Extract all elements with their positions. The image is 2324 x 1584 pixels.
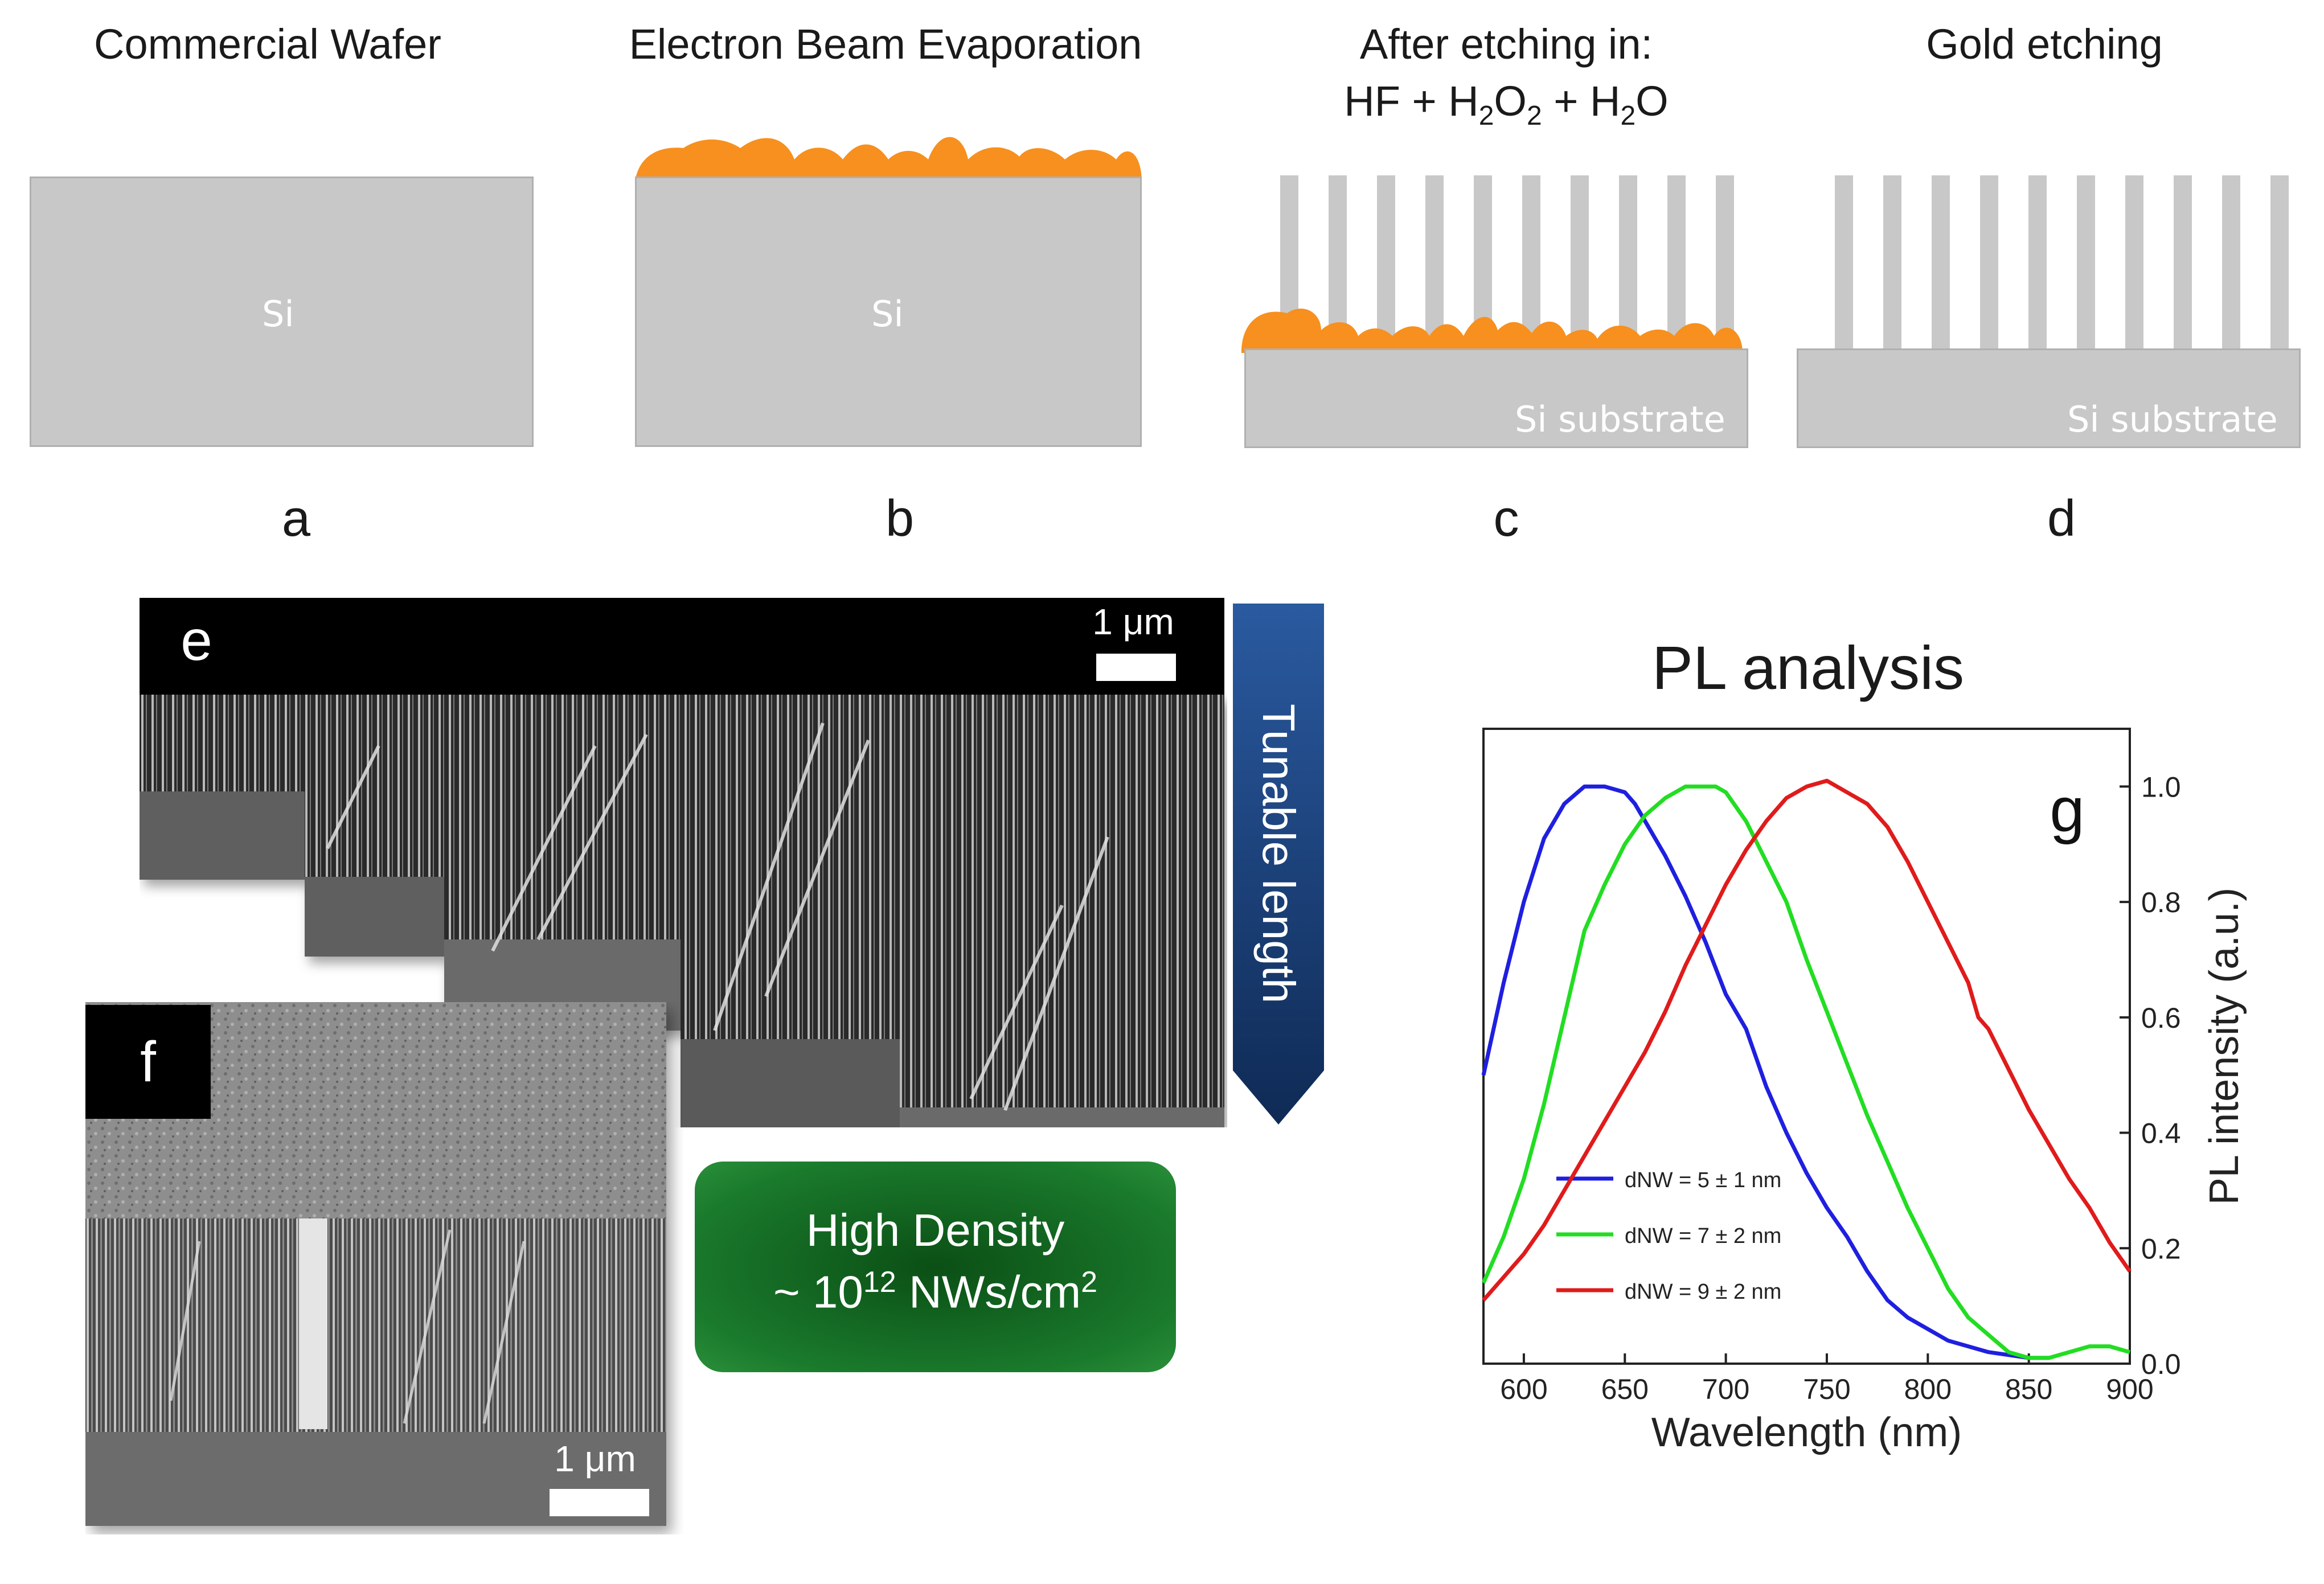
x-tick-label: 750	[1803, 1373, 1850, 1405]
tunable-length-label: Tunable length	[1253, 704, 1304, 1004]
si-label-b: Si	[871, 293, 904, 335]
etchant-formula: HF + H2O2 + H2O	[1344, 77, 1669, 131]
si-substrate-label-d: Si substrate	[2067, 399, 2278, 440]
y-tick-label: 1.0	[2141, 771, 2181, 803]
chart-title: PL analysis	[1651, 633, 1965, 702]
silicon-substrate-d	[1797, 348, 2301, 448]
nanowire	[2028, 175, 2047, 350]
y-tick-label: 0.6	[2141, 1002, 2181, 1034]
high-density-box: High Density ~ 1012 NWs/cm2	[695, 1162, 1176, 1372]
nanowire	[2270, 175, 2289, 350]
nanowire	[1377, 175, 1395, 350]
x-tick-label: 700	[1702, 1373, 1749, 1405]
legend-label: dNW = 9 ± 2 nm	[1625, 1280, 1781, 1304]
panel-letter-a: a	[281, 490, 311, 547]
nanowire	[1883, 175, 1901, 350]
panel-letter-c: c	[1493, 490, 1519, 547]
nanowire	[1932, 175, 1950, 350]
nanowire	[1425, 175, 1444, 350]
scale-bar-f	[550, 1489, 649, 1516]
y-tick-label: 0.0	[2141, 1348, 2181, 1380]
scale-bar-e	[1096, 654, 1176, 681]
gold-droplets-c	[1241, 308, 1743, 353]
si-substrate-label-c: Si substrate	[1515, 399, 1725, 440]
nanowire	[1716, 175, 1734, 350]
tunable-length-arrow	[1233, 604, 1324, 1125]
x-axis-label: Wavelength (nm)	[1651, 1410, 1962, 1455]
nanowire	[1835, 175, 1853, 350]
step-b-title: Electron Beam Evaporation	[629, 20, 1142, 68]
x-tick-label: 600	[1500, 1373, 1547, 1405]
scale-label-f: 1 μm	[554, 1438, 636, 1479]
panel-tag-e: e	[162, 598, 231, 683]
series-line	[1481, 784, 2050, 1360]
y-tick-label: 0.2	[2141, 1233, 2181, 1265]
y-axis-label: PL intensity (a.u.)	[2202, 888, 2247, 1205]
silicon-wafer-a	[30, 177, 534, 447]
nanowire	[1619, 175, 1637, 350]
gold-droplets-b	[635, 137, 1142, 182]
legend-label: dNW = 5 ± 1 nm	[1625, 1168, 1781, 1192]
nanowire	[1667, 175, 1686, 350]
nanowire	[1571, 175, 1589, 350]
y-tick-label: 0.8	[2141, 887, 2181, 918]
panel-letter-b: b	[885, 490, 915, 547]
step-a-title: Commercial Wafer	[94, 20, 441, 68]
panel-letter-d: d	[2047, 490, 2076, 547]
sem-image-f	[85, 1002, 666, 1526]
step-c-subtitle: HF + H2O2 + H2O	[1236, 77, 1777, 132]
scale-label-e: 1 μm	[1092, 601, 1174, 642]
silicon-wafer-b	[635, 177, 1142, 447]
x-tick-label: 800	[1904, 1373, 1952, 1405]
high-density-label: High Density	[806, 1205, 1065, 1255]
nanowire	[1980, 175, 1998, 350]
y-tick-label: 0.4	[2141, 1118, 2181, 1150]
nanowire	[2125, 175, 2143, 350]
nanowire	[1329, 175, 1347, 350]
panel-letter-g: g	[2050, 775, 2084, 845]
nanowire	[1522, 175, 1540, 350]
x-tick-label: 850	[2005, 1373, 2052, 1405]
step-c-title: After etching in:	[1359, 20, 1653, 68]
nanowire	[2174, 175, 2192, 350]
x-tick-label: 650	[1601, 1373, 1649, 1405]
silicon-substrate-c	[1244, 348, 1748, 448]
series-line	[1481, 784, 2130, 1360]
density-value: ~ 1012 NWs/cm2	[773, 1266, 1098, 1318]
step-d-title: Gold etching	[1926, 20, 2163, 68]
nanowire	[2222, 175, 2240, 350]
panel-tag-f: f	[85, 1005, 211, 1119]
si-label-a: Si	[262, 293, 294, 335]
sem-image-e	[140, 598, 1224, 1127]
nanowire	[2077, 175, 2095, 350]
x-tick-label: 900	[2106, 1373, 2153, 1405]
series-line	[1482, 778, 2132, 1302]
plot-frame	[1482, 728, 2131, 1365]
legend-label: dNW = 7 ± 2 nm	[1625, 1224, 1781, 1248]
